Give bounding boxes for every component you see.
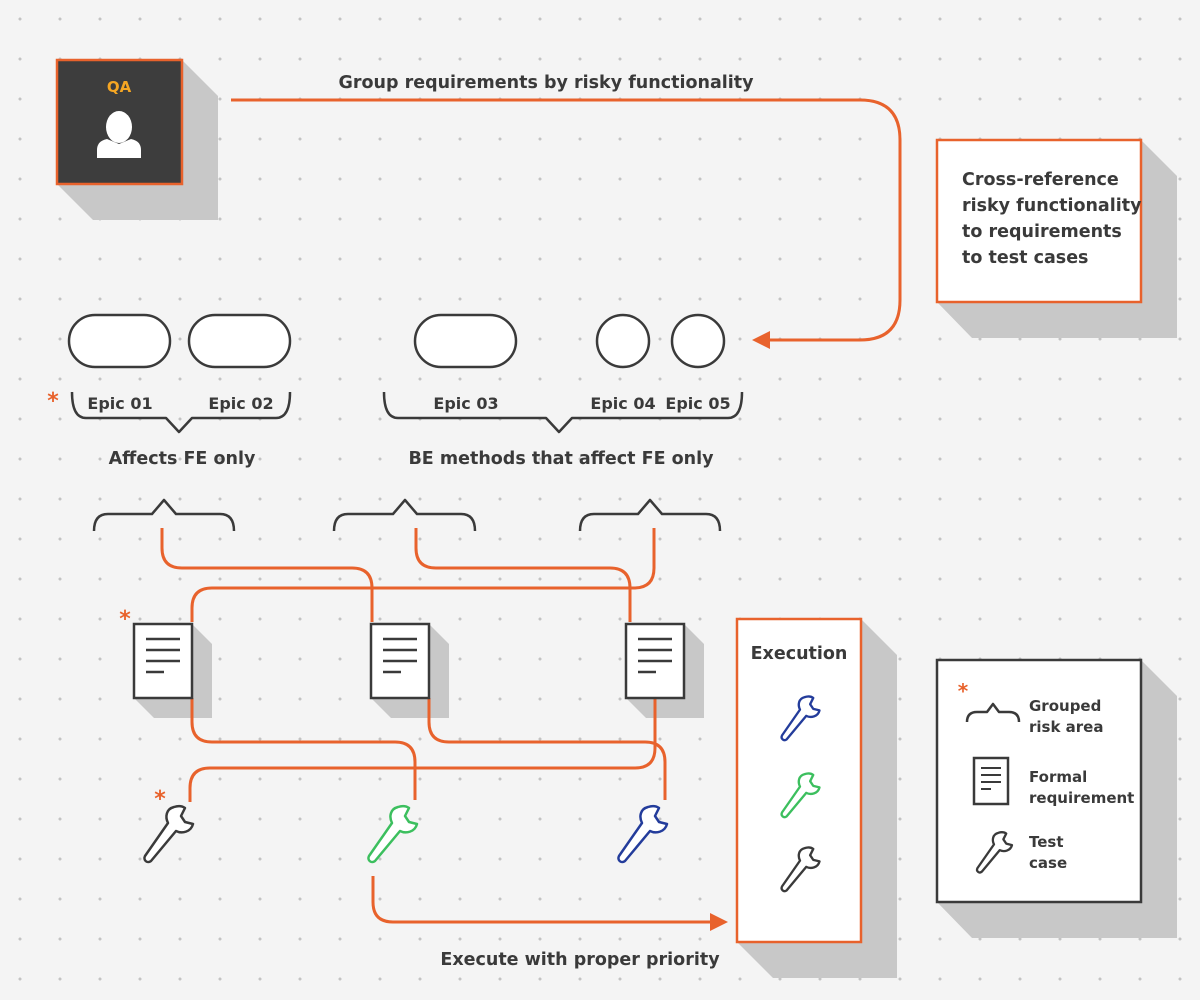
group-arrow-head — [752, 331, 770, 349]
risk-area-2-brace-icon — [332, 498, 477, 532]
legend-box — [935, 658, 1143, 904]
legend-test-line-1: Test — [1029, 833, 1064, 851]
risk-area-1-brace-icon — [92, 498, 236, 532]
legend-test-line-2: case — [1029, 854, 1067, 872]
cross-ref-line-4: to test cases — [962, 248, 1088, 268]
cross-ref-line-3: to requirements — [962, 222, 1122, 242]
connector-req2-to-test3 — [427, 698, 667, 800]
legend-asterisk: * — [958, 679, 969, 703]
epic-04-label: Epic 04 — [590, 394, 655, 413]
group-step-label: Group requirements by risky functionalit… — [338, 73, 754, 93]
connector-req1-to-test2 — [190, 698, 417, 800]
document-icon — [369, 622, 431, 700]
epic-braces — [70, 391, 744, 434]
cross-ref-shadow — [937, 140, 1177, 338]
legend: * Grouped risk area Formal requirement T… — [935, 658, 1143, 904]
connector-risk3-to-req1 — [190, 528, 656, 622]
epic-01-pill — [67, 313, 172, 369]
cross-ref-line-1: Cross-reference — [962, 170, 1119, 190]
epic-pills — [67, 313, 726, 369]
connector-risk1-to-req2 — [160, 528, 374, 622]
epic-asterisk: * — [47, 389, 59, 414]
group-flow-arrow: Group requirements by risky functionalit… — [231, 73, 902, 349]
legend-doc-line-1: Formal — [1029, 768, 1087, 786]
user-icon — [97, 111, 141, 158]
requirement-3 — [624, 622, 686, 700]
qa-shadow — [57, 60, 218, 220]
execute-flow-arrow — [371, 876, 710, 924]
requirement-asterisk: * — [119, 607, 131, 632]
test-case-asterisk: * — [154, 787, 166, 812]
fe-group-brace-icon — [70, 391, 292, 434]
legend-brace-line-1: Grouped — [1029, 697, 1101, 715]
connector-req3-to-test1 — [188, 698, 657, 802]
wrench-icon — [617, 804, 669, 864]
execute-step-label: Execute with proper priority — [440, 950, 720, 970]
requirement-1 — [132, 622, 194, 700]
execution-panel: Execution — [735, 617, 863, 944]
brace-icon — [965, 702, 1021, 723]
epic-01-label: Epic 01 — [87, 394, 152, 413]
execution-title: Execution — [751, 644, 848, 664]
legend-brace-line-2: risk area — [1029, 718, 1103, 736]
risk-area-3-brace-icon — [578, 498, 722, 532]
qa-label: QA — [107, 78, 132, 96]
execute-arrow-head — [710, 913, 728, 931]
epic-05-label: Epic 05 — [665, 394, 730, 413]
cross-ref-line-2: risky functionality — [962, 196, 1142, 216]
legend-doc-line-2: requirement — [1029, 789, 1134, 807]
be-group-brace-icon — [382, 391, 744, 434]
epic-03-label: Epic 03 — [433, 394, 498, 413]
epic-02-pill — [187, 313, 292, 369]
epic-02-label: Epic 02 — [208, 394, 273, 413]
epic-05-pill — [670, 313, 726, 369]
connectors — [160, 528, 710, 924]
wrench-icon — [367, 804, 419, 864]
epic-03-pill — [413, 313, 518, 369]
epic-04-pill — [595, 313, 651, 369]
fe-group-label: Affects FE only — [109, 449, 256, 469]
legend-shadow — [937, 660, 1177, 938]
connector-risk2-to-req3 — [414, 528, 632, 622]
qa-card: QA — [55, 58, 184, 186]
be-group-label: BE methods that affect FE only — [408, 449, 714, 469]
risk-area-braces — [92, 498, 722, 532]
cross-ref-box — [935, 138, 1143, 304]
cross-ref-card: Cross-reference risky functionality to r… — [935, 138, 1143, 304]
requirement-2 — [369, 622, 431, 700]
wrench-icon — [143, 804, 195, 864]
